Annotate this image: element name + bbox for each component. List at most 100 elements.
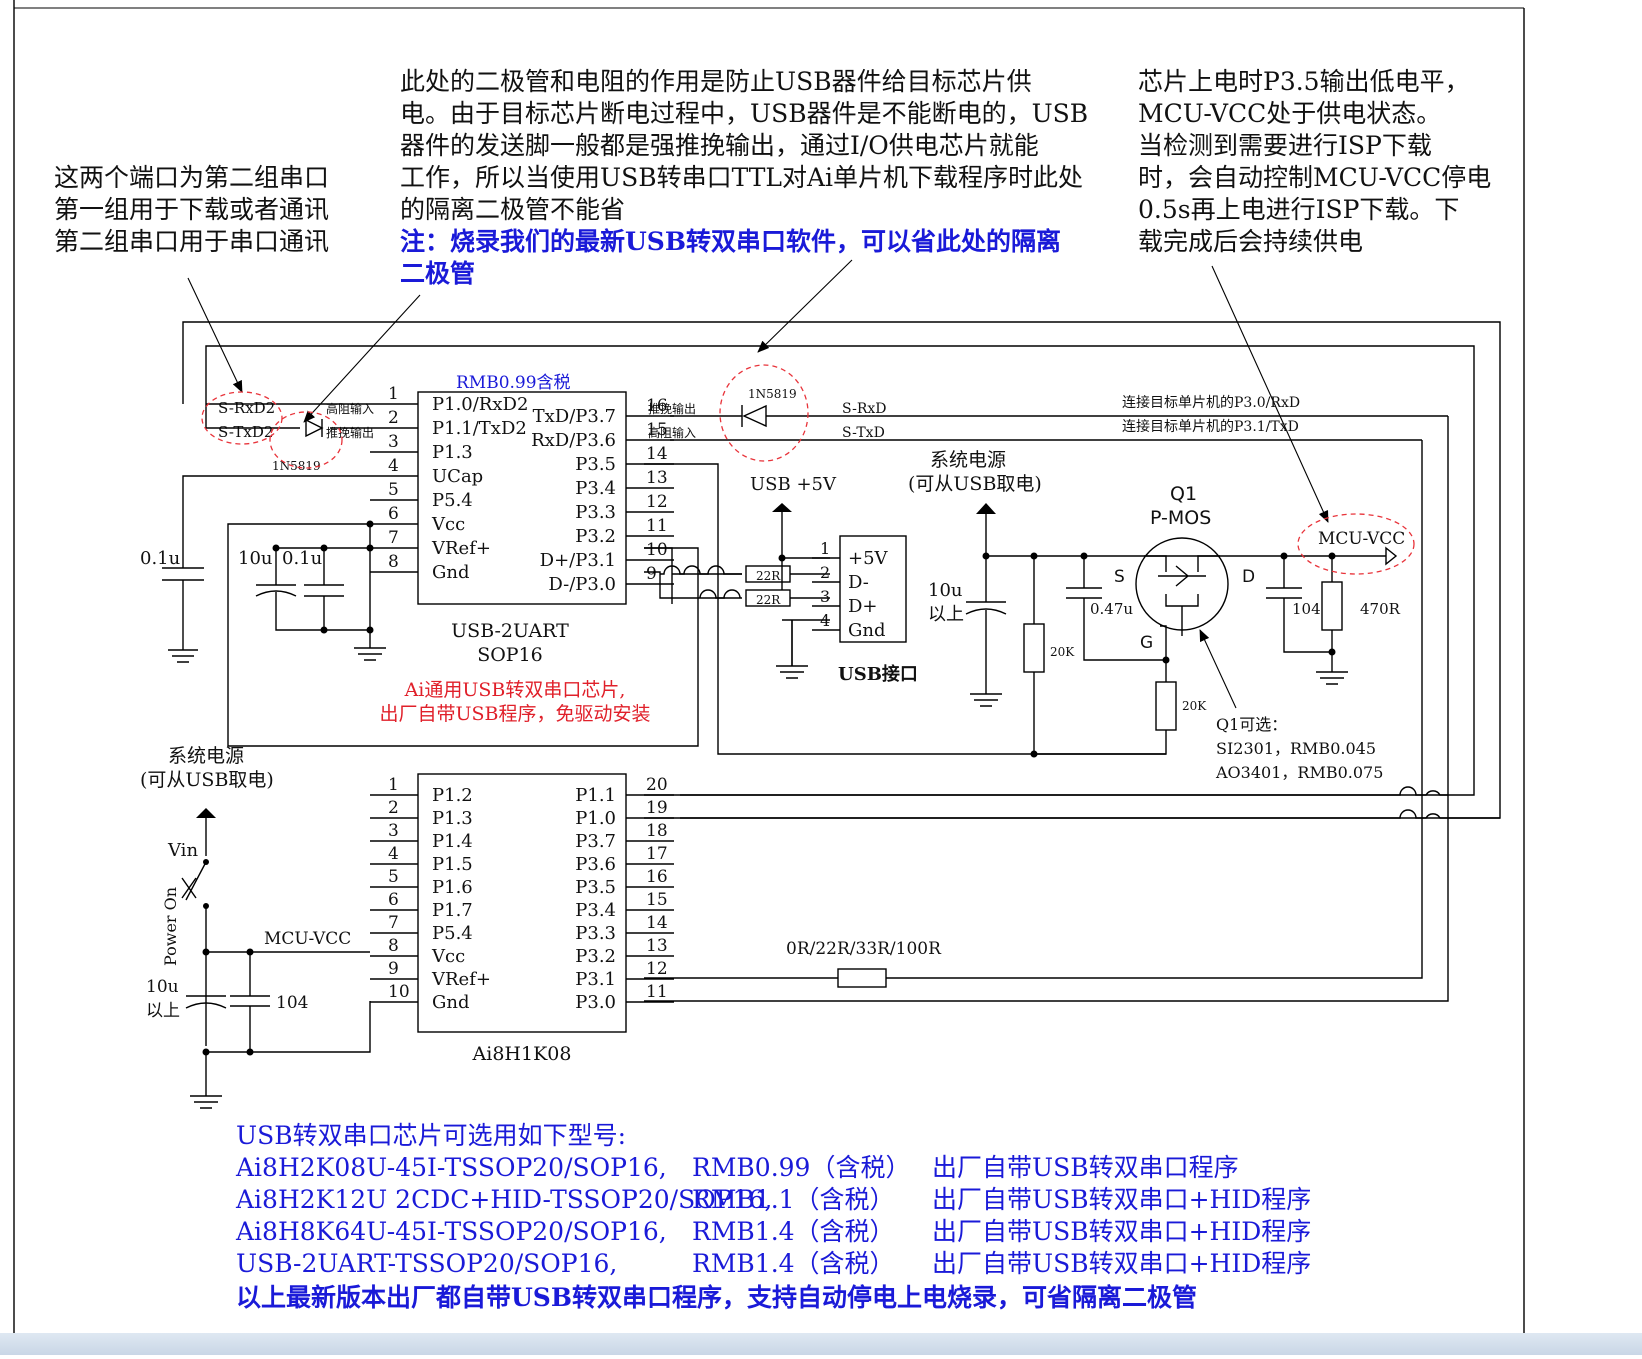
diode-note: 此处的二极管和电阻的作用是防止USB器件给目标芯片供 电。由于目标芯片断电过程中… [400, 67, 1088, 288]
ground-u1 [354, 647, 386, 661]
u1-right-pin-name: P3.2 [575, 526, 616, 547]
u2-left-pin-name: P1.2 [432, 785, 473, 806]
pmos-q1-type: P-MOS [1150, 507, 1211, 529]
bottom-row-price: RMB0.99（含税） [692, 1153, 910, 1182]
sys-power-left: 系统电源 [168, 745, 244, 767]
u2-right-pin-number: 14 [646, 913, 668, 933]
u2-right-pin-name: P1.0 [575, 808, 616, 829]
u2-right-pin-name: P3.1 [575, 969, 616, 990]
bottom-row-desc: 出厂自带USB转双串口程序 [932, 1153, 1239, 1182]
resistor-series-label: 0R/22R/33R/100R [786, 939, 942, 959]
u2-left-pin-number: 8 [388, 936, 399, 956]
resistor-22r-b-label: 22R [756, 593, 781, 607]
cap-c2-label: 10u [238, 548, 273, 569]
cap-10u-left [185, 995, 227, 1009]
window-bottom-bar [0, 1333, 1642, 1355]
u1-right-pin-name: D-/P3.0 [548, 574, 616, 595]
cap-047u-label: 0.47u [1090, 600, 1133, 618]
cap-104-left [230, 952, 270, 1052]
arrow-diode2 [757, 259, 853, 353]
u2-left-pin-name: Gnd [432, 992, 470, 1013]
u1-left-pin-name: P1.0/RxD2 [432, 394, 528, 415]
bottom-row-price: RMB1.1（含税） [692, 1185, 895, 1214]
u1-right-pin-name: D+/P3.1 [540, 550, 616, 571]
diode-note-line: 电。由于目标芯片断电过程中，USB器件是不能断电的，USB [400, 99, 1088, 128]
u2-left-pin-name: P5.4 [432, 923, 473, 944]
ports-note-line: 第一组用于下载或者通讯 [54, 195, 329, 224]
label-s-txd: S-TxD [842, 425, 885, 441]
u1-chip-body [417, 391, 627, 605]
q1-options-line: SI2301，RMB0.045 [1216, 739, 1376, 758]
u2-right-pin-number: 17 [646, 844, 668, 864]
diode-note-line: 的隔离二极管不能省 [400, 195, 625, 224]
usb-pin-number: 2 [820, 563, 830, 582]
u2-right-pin-name: P3.6 [575, 854, 616, 875]
bottom-row-price: RMB1.4（含税） [692, 1217, 895, 1246]
cap-047u [1066, 556, 1166, 661]
u1-right-pin-number: 13 [646, 468, 668, 488]
usb-connector-name: USB接口 [838, 663, 918, 685]
pmos-s-label: S [1114, 567, 1125, 587]
u2-right-pin-number: 15 [646, 890, 668, 910]
u2-right-pin-number: 18 [646, 821, 668, 841]
u1-price: RMB0.99含税 [456, 373, 571, 393]
sys-power-left-sub: (可从USB取电) [140, 769, 274, 791]
bottom-row-desc: 出厂自带USB转双串口+HID程序 [932, 1185, 1311, 1214]
u2-right-pin-name: P3.4 [575, 900, 616, 921]
power-note: 芯片上电时P3.5输出低电平， MCU-VCC处于供电状态。 当检测到需要进行I… [1138, 67, 1491, 256]
u2-left-pin-name: P1.4 [432, 831, 473, 852]
label-hiz-in-p15: 高阻输入 [648, 425, 696, 440]
u1-right-pin-number: 11 [646, 516, 668, 536]
u1-right-pin-name: P3.3 [575, 502, 616, 523]
q1-options-line: AO3401，RMB0.075 [1215, 763, 1383, 782]
cap-10u-left-label: 10u [146, 977, 179, 997]
power-switch[interactable] [181, 859, 209, 1046]
u1-right-pin-name: TxD/P3.7 [533, 406, 616, 427]
bottom-row-model: Ai8H2K08U-45I-TSSOP20/SOP16, [235, 1153, 667, 1182]
resistor-20k-b [1155, 636, 1177, 731]
u2-left-pin-name: P1.6 [432, 877, 473, 898]
bottom-list: USB转双串口芯片可选用如下型号: Ai8H2K08U-45I-TSSOP20/… [235, 1121, 1311, 1312]
usb-5v-label: USB +5V [750, 474, 837, 495]
diode-note-line: 器件的发送脚一般都是强推挽输出，通过I/O供电芯片就能 [400, 131, 1039, 160]
diode-note-line: 此处的二极管和电阻的作用是防止USB器件给目标芯片供 [400, 67, 1032, 96]
power-note-line: MCU-VCC处于供电状态。 [1138, 99, 1441, 128]
u1-left-pin-number: 5 [388, 480, 399, 500]
u1-right-pin-number: 14 [646, 444, 668, 464]
label-pp-out-p16: 推挽输出 [648, 401, 696, 416]
u2-left-pin-number: 2 [388, 798, 399, 818]
ground-u2 [190, 1095, 222, 1109]
bottom-list-footer: 以上最新版本出厂都自带USB转双串口程序，支持自动停电上电烧录，可省隔离二极管 [236, 1283, 1197, 1312]
cap-104-right [1266, 556, 1332, 653]
usb-pin-name: D+ [848, 596, 878, 617]
label-conn-rxd: 连接目标单片机的P3.0/RxD [1122, 394, 1300, 411]
u1-left-pin-name: VRef+ [431, 538, 491, 559]
sys-power-right-sub: (可从USB取电) [908, 473, 1042, 495]
resistor-20k-b-label: 20K [1182, 699, 1207, 713]
cap-104-left-label: 104 [276, 993, 308, 1013]
power-arrow-right [976, 503, 1296, 557]
bottom-list-header: USB转双串口芯片可选用如下型号: [236, 1121, 626, 1150]
page-border [13, 0, 1525, 1340]
u2-right-pin-name: P3.7 [575, 831, 616, 852]
u2-right-pin-name: P3.5 [575, 877, 616, 898]
usb-pin-number: 3 [820, 587, 830, 606]
sys-power-right: 系统电源 [930, 449, 1006, 471]
u1-left-pin-name: P1.1/TxD2 [432, 418, 527, 439]
cap-c2 [255, 548, 370, 631]
cap-10u-right [965, 556, 1007, 694]
cap-10u-right-label: 以上 [928, 604, 964, 625]
bottom-row-desc: 出厂自带USB转双串口+HID程序 [932, 1217, 1311, 1246]
mcu-vcc-port-label: MCU-VCC [1318, 529, 1405, 549]
cap-c1 [162, 567, 204, 650]
resistor-470r-label: 470R [1360, 600, 1401, 618]
ground-c1 [168, 649, 198, 663]
bottom-row-desc: 出厂自带USB转双串口+HID程序 [932, 1249, 1311, 1278]
arrow-diode1 [303, 294, 421, 423]
usb-pin-name: D- [848, 572, 869, 593]
u1-left-pin-number: 4 [388, 456, 399, 476]
u1-left-pin-name: Vcc [431, 514, 465, 535]
u1-left-pin-number: 6 [388, 504, 399, 524]
ports-note: 这两个端口为第二组串口 第一组用于下载或者通讯 第二组串口用于串口通讯 [54, 163, 329, 256]
